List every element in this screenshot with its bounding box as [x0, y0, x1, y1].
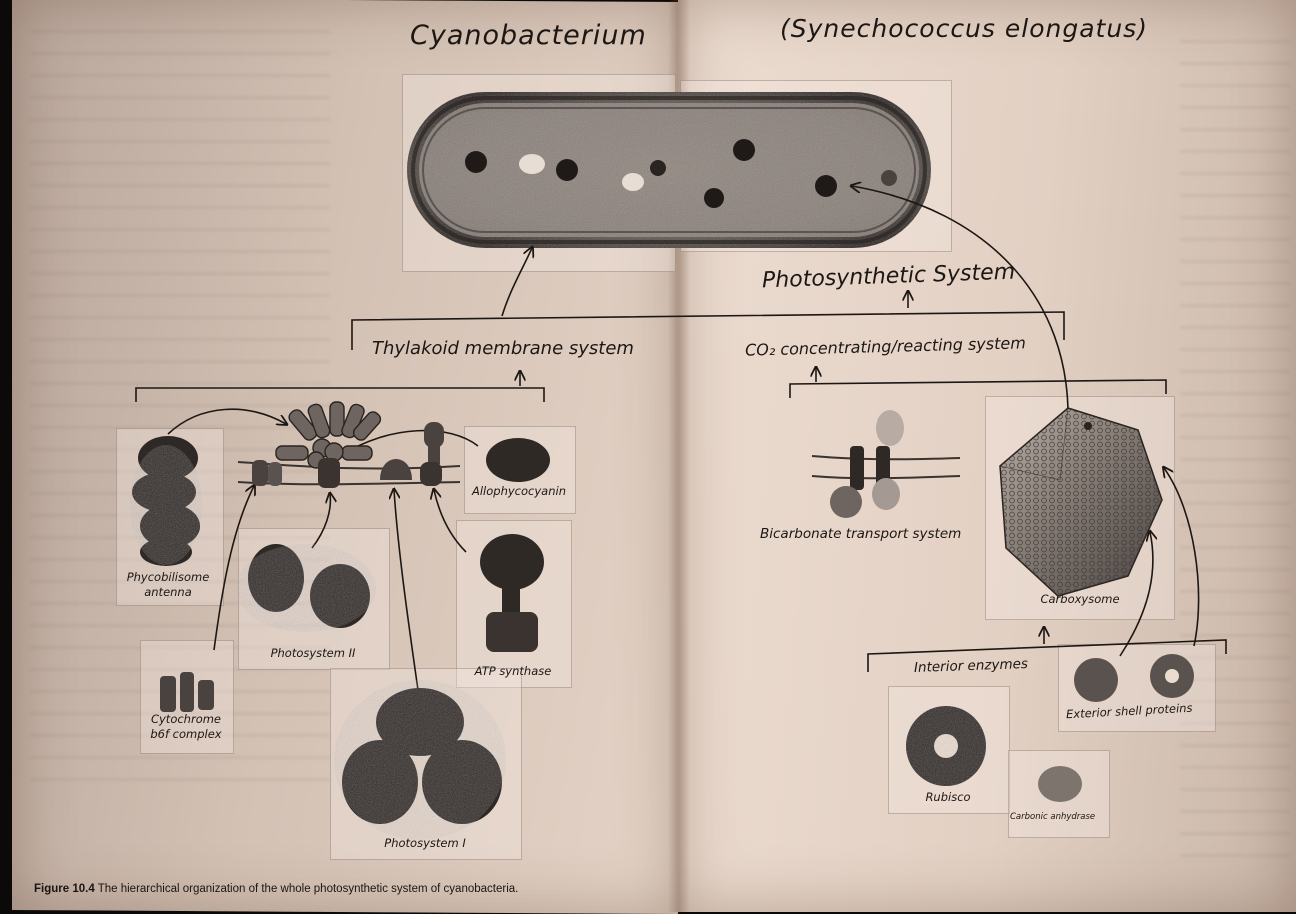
photosystem1-label: Photosystem I: [332, 836, 518, 851]
carbonic-anhydrase-label: Carbonic anhydrase: [1010, 812, 1095, 822]
allophycocyanin-label: Allophycocyanin: [466, 484, 572, 499]
figure-caption-text: The hierarchical organization of the who…: [98, 883, 519, 895]
cytochrome-label: Cytochrome b6f complex: [142, 712, 230, 742]
carboxysome-structure: [1000, 408, 1162, 596]
cytochrome-structure: [160, 672, 214, 712]
thylakoid-membrane-assembly: [238, 402, 460, 488]
cyanobacterium-micrograph: [407, 92, 931, 248]
carbonic-anhydrase-structure: [1038, 766, 1082, 802]
carboxysome-label: Carboxysome: [990, 592, 1170, 607]
bicarbonate-transport-label: Bicarbonate transport system: [760, 526, 961, 542]
figure-number: Figure 10.4: [34, 883, 95, 895]
photosystem2-label: Photosystem II: [240, 646, 386, 661]
rubisco-label: Rubisco: [890, 790, 1006, 805]
phycobilisome-label: Phycobilisome antenna: [118, 570, 218, 600]
title-cyanobacterium: Cyanobacterium: [410, 20, 647, 51]
thylakoid-membrane-label: Thylakoid membrane system: [372, 338, 634, 359]
figure-caption: Figure 10.4 The hierarchical organizatio…: [34, 883, 518, 895]
bicarbonate-transporter-structure: [812, 410, 960, 518]
title-species: (Synechococcus elongatus): [780, 14, 1148, 43]
atp-synthase-structure: [480, 534, 544, 652]
allophycocyanin-structure: [486, 438, 550, 482]
atp-synthase-label: ATP synthase: [458, 664, 568, 679]
shell-protein-structures: [1074, 654, 1194, 702]
